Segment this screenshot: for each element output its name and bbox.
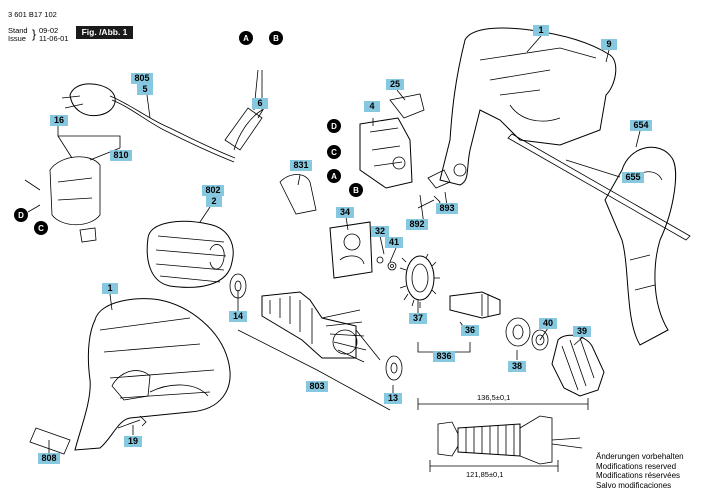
part-label-4: 4 (364, 101, 380, 112)
part-label-2: 2 (206, 196, 222, 207)
marker-c-switch-text: C (331, 148, 337, 157)
part-label-1-top: 1 (533, 25, 549, 36)
bracket-glyph: } (32, 27, 37, 41)
marker-d-brush-text: D (18, 211, 24, 220)
drawing-number: 3 601 B17 102 (8, 10, 57, 19)
part-label-41: 41 (385, 237, 403, 248)
part-label-19: 19 (124, 436, 142, 447)
marker-d-switch (327, 119, 341, 133)
part-label-16: 16 (50, 115, 68, 126)
part-label-14: 14 (229, 311, 247, 322)
part-label-655: 655 (622, 172, 644, 183)
issue-value: 11-06-01 (39, 34, 69, 43)
part-label-32: 32 (371, 226, 389, 237)
stand-value: 09-02 (39, 26, 59, 35)
marker-c-brush-text: C (38, 224, 44, 233)
part-label-810: 810 (110, 150, 132, 161)
marker-b-cord-text: B (273, 34, 279, 43)
marker-callouts: A B D C A B D C (14, 31, 363, 235)
issue-label: Issue (8, 34, 26, 43)
marker-b-switch-text: B (353, 186, 359, 195)
note-fr: Modifications réservées (596, 471, 681, 481)
marker-b-switch (349, 183, 363, 197)
modification-notes: Änderungen vorbehalten Modifications res… (596, 452, 684, 490)
dimension-top: 136,5±0,1 (477, 393, 511, 402)
part-label-39: 39 (573, 326, 591, 337)
note-de: Änderungen vorbehalten (596, 452, 684, 461)
marker-a-cord-text: A (243, 34, 249, 43)
marker-c-switch (327, 145, 341, 159)
part-label-802: 802 (202, 185, 224, 196)
part-label-9: 9 (601, 39, 617, 50)
stand-label: Stand (8, 26, 28, 35)
part-label-37: 37 (409, 313, 427, 324)
part-label-5: 5 (137, 84, 153, 95)
marker-b-cord (269, 31, 283, 45)
part-label-805: 805 (131, 73, 153, 84)
part-label-836: 836 (433, 351, 455, 362)
marker-c-brush (34, 221, 48, 235)
part-label-34: 34 (336, 207, 354, 218)
part-label-803: 803 (306, 381, 328, 392)
marker-d-brush (14, 208, 28, 222)
note-es: Salvo modificaciones (596, 480, 672, 490)
part-label-1-bottom: 1 (102, 283, 118, 294)
marker-d-switch-text: D (331, 122, 337, 131)
part-label-892: 892 (406, 219, 428, 230)
dimension-bottom: 121,85±0,1 (466, 470, 504, 479)
part-label-40: 40 (539, 318, 557, 329)
marker-a-switch-text: A (331, 172, 337, 181)
part-label-893: 893 (436, 203, 458, 214)
marker-a-cord (239, 31, 253, 45)
note-en: Modifications reserved (596, 461, 677, 471)
part-label-6: 6 (252, 98, 268, 109)
part-label-25: 25 (386, 79, 404, 90)
marker-a-switch (327, 169, 341, 183)
figure-label: Fig. /Abb. 1 (76, 26, 133, 39)
part-label-38: 38 (508, 361, 526, 372)
part-label-36: 36 (461, 325, 479, 336)
part-label-13: 13 (384, 393, 402, 404)
part-label-808: 808 (38, 453, 60, 464)
part-label-831: 831 (290, 160, 312, 171)
part-label-654: 654 (630, 120, 652, 131)
